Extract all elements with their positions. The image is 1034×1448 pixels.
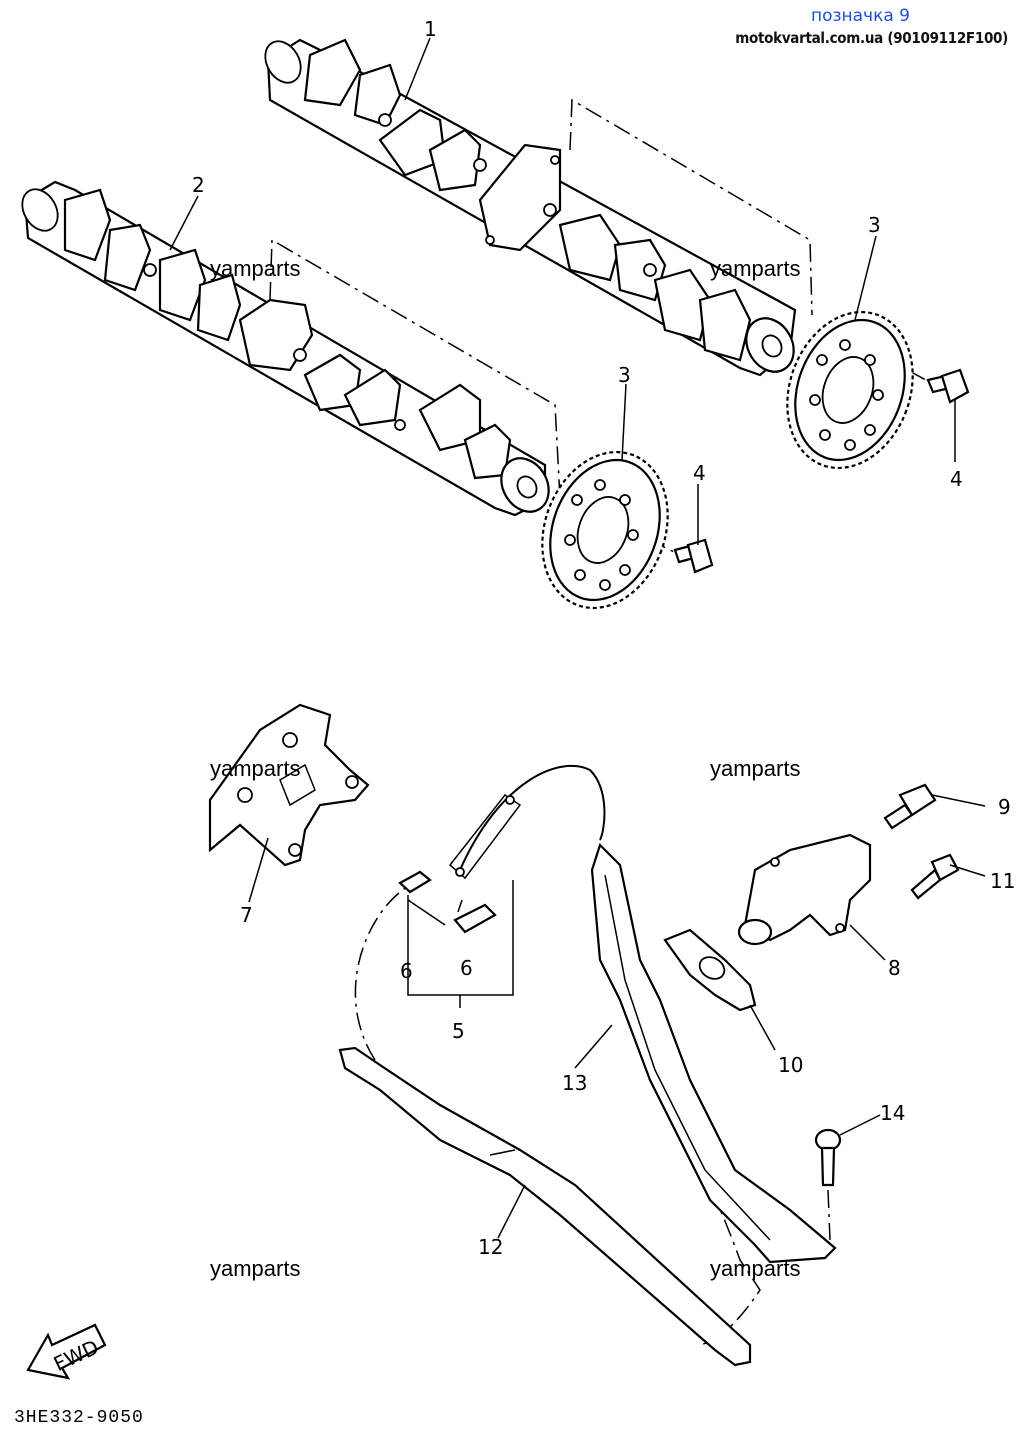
watermark: yamparts <box>210 756 301 781</box>
cam-sprocket-lower <box>541 450 669 610</box>
callout-14: 14 <box>880 1101 905 1125</box>
callout-10: 10 <box>778 1053 803 1077</box>
header-source: motokvartal.com.ua (90109112F100) <box>735 29 1008 47</box>
gasket-10 <box>663 928 757 1012</box>
callout-11: 11 <box>990 869 1015 893</box>
callout-5: 5 <box>452 1019 465 1043</box>
bolt-11 <box>910 853 960 900</box>
bolt-9 <box>883 783 937 830</box>
callout-9: 9 <box>998 795 1011 819</box>
watermark: yamparts <box>210 1256 301 1281</box>
diagram-code: 3HE332-9050 <box>14 1408 144 1428</box>
callout-8: 8 <box>888 956 901 980</box>
fwd-arrow-icon: FWD <box>26 1323 107 1380</box>
watermark: yamparts <box>710 756 801 781</box>
callout-2: 2 <box>192 173 205 197</box>
callout-4-lower: 4 <box>693 461 706 485</box>
bolt-4-lower <box>673 538 714 574</box>
callout-6b: 6 <box>460 956 473 980</box>
chain-guide-7 <box>208 703 370 867</box>
camshaft-2 <box>21 180 550 517</box>
watermark: yamparts <box>210 256 301 281</box>
cam-sprocket-upper <box>786 310 914 470</box>
cam-chain-5 <box>354 765 761 1346</box>
chain-guide-13 <box>590 842 837 1264</box>
callout-13: 13 <box>562 1071 587 1095</box>
callout-3-upper: 3 <box>868 213 881 237</box>
chain-guide-12 <box>338 1046 752 1367</box>
watermark: yamparts <box>710 256 801 281</box>
callout-12: 12 <box>478 1235 503 1259</box>
callout-3-lower: 3 <box>618 363 631 387</box>
callout-4-upper: 4 <box>950 467 963 491</box>
camshaft-1 <box>264 38 797 377</box>
callout-1: 1 <box>424 17 437 41</box>
chain-tensioner-8 <box>737 833 872 946</box>
bolt-4-upper <box>926 368 970 404</box>
callout-7: 7 <box>240 903 253 927</box>
watermark: yamparts <box>710 1256 801 1281</box>
header-title: позначка 9 <box>810 6 910 26</box>
chain-link-6 <box>398 870 497 934</box>
callout-6a: 6 <box>400 959 413 983</box>
bolt-14 <box>814 1128 842 1187</box>
